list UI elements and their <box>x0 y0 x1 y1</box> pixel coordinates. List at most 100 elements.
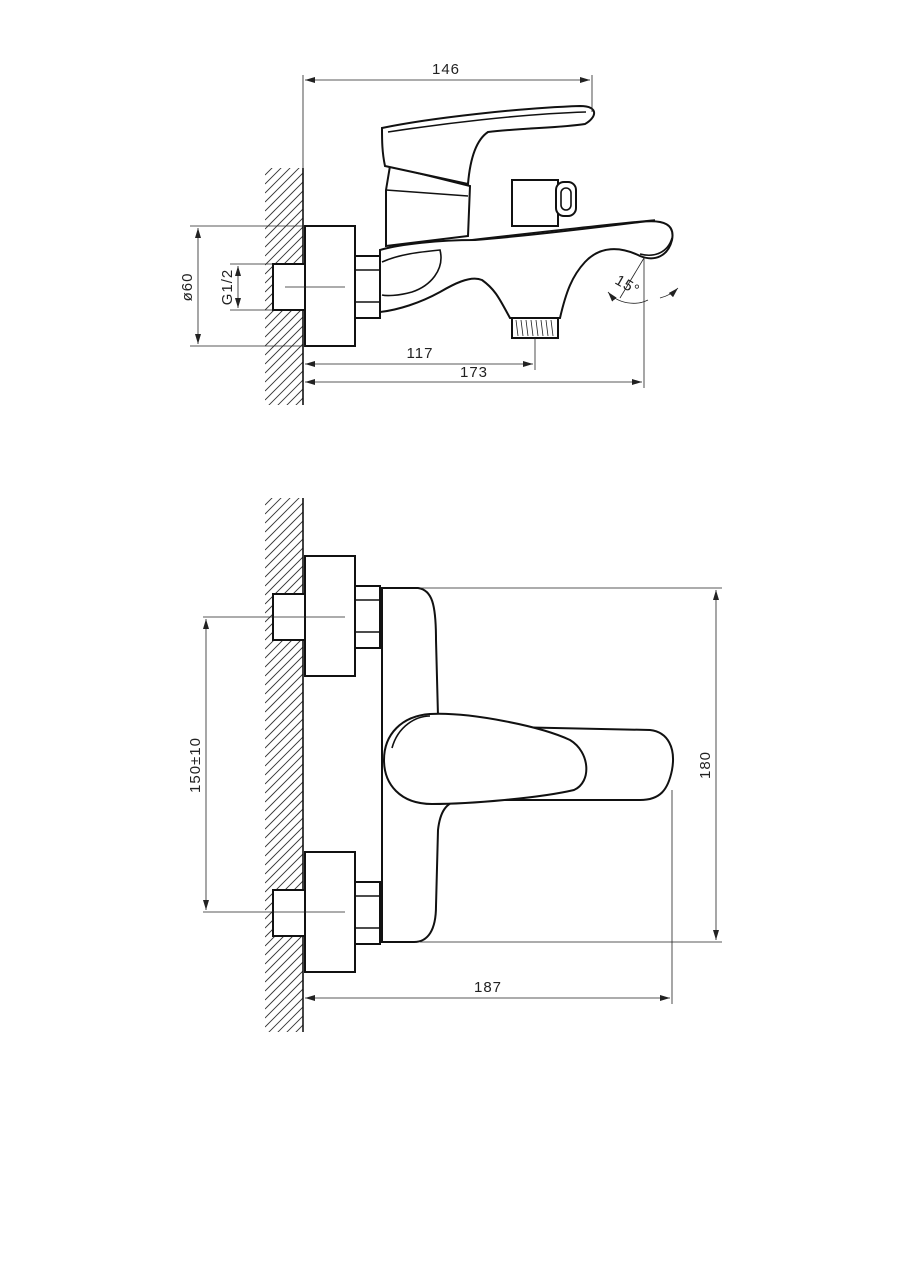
dim-label-117: 117 <box>407 345 434 362</box>
hatch-line <box>265 538 303 578</box>
thread-line <box>540 319 544 337</box>
hatch-line <box>265 168 282 185</box>
hatch-line <box>286 1015 303 1032</box>
hatch-line <box>265 826 303 866</box>
thread-line <box>545 319 549 337</box>
hatch-line <box>268 997 303 1032</box>
hatch-line <box>265 763 303 803</box>
hatch-line <box>265 952 303 992</box>
hatch-line <box>265 736 303 776</box>
hatch-line <box>265 682 303 722</box>
hatch-line <box>265 208 303 248</box>
thread-line <box>520 319 524 337</box>
dim-label-146: 146 <box>432 61 460 78</box>
hatch-line <box>265 128 303 166</box>
hatch-line <box>265 307 303 347</box>
hatch-line <box>265 502 303 542</box>
dim-label-angle: 15° <box>612 272 643 300</box>
hatch-line <box>265 361 303 401</box>
hatch-line <box>265 943 303 983</box>
thread-line <box>515 319 519 337</box>
hatch-line <box>265 835 303 875</box>
hatch-line <box>265 637 303 677</box>
hatch-line <box>265 168 273 176</box>
hatch-line <box>265 718 303 758</box>
hatch-line <box>265 772 303 812</box>
hatch-line <box>277 379 303 405</box>
lever-handle <box>380 104 596 186</box>
dim-label-180: 180 <box>697 751 714 779</box>
hatch-line <box>265 168 291 194</box>
dim-label-spacing: 150±10 <box>187 737 204 793</box>
hatch-line <box>265 520 303 560</box>
hatch-line <box>265 498 291 524</box>
diverter-block <box>511 179 559 227</box>
hatch-line <box>265 700 303 740</box>
side-view: 146 ø60 G1/2 117 173 15° <box>179 61 679 445</box>
hatch-line <box>265 235 303 275</box>
hatch-line <box>265 754 303 794</box>
dim-label-thread: G1/2 <box>219 269 236 306</box>
hatch-line <box>265 547 303 587</box>
hatch-line <box>265 334 303 374</box>
hatch-line <box>265 217 303 257</box>
hatch-line <box>265 808 303 848</box>
hatch-line <box>265 853 303 893</box>
hatch-line <box>265 556 303 596</box>
hatch-line <box>265 970 303 1010</box>
hatch-line <box>265 691 303 731</box>
hatch-line <box>277 1006 303 1032</box>
hatch-line <box>265 745 303 785</box>
dim-label-187: 187 <box>474 979 502 996</box>
dim-label-diameter: ø60 <box>179 273 196 302</box>
wall-flange <box>304 225 356 347</box>
hatch-line <box>295 1024 303 1032</box>
hatch-line <box>286 388 303 405</box>
thread-line <box>550 319 554 337</box>
dim-label-173: 173 <box>460 364 488 381</box>
nut-upper <box>354 585 381 649</box>
hatch-line <box>265 1034 303 1072</box>
nut-lower <box>354 881 381 945</box>
hatch-line <box>265 934 303 974</box>
cartridge-housing <box>385 164 472 248</box>
hatch-line <box>265 817 303 857</box>
thread-line <box>525 319 529 337</box>
thread-line <box>535 319 539 337</box>
hatch-line <box>265 458 303 496</box>
hatch-line <box>265 498 282 515</box>
pipe-nipple-lower <box>272 889 306 937</box>
hatch-line <box>265 190 303 230</box>
angle-ref-line <box>619 257 645 299</box>
hatch-line <box>265 844 303 884</box>
hatch-line <box>265 343 303 383</box>
front-view: 150±10 180 187 <box>187 458 722 1072</box>
hatch-line <box>265 407 303 445</box>
hatch-line <box>268 370 303 405</box>
hatch-line <box>265 709 303 749</box>
hatch-line <box>265 226 303 266</box>
hatch-line <box>295 397 303 405</box>
hatch-line <box>265 325 303 365</box>
hatch-line <box>265 316 303 356</box>
hatch-line <box>265 172 303 212</box>
hatch-line <box>265 352 303 392</box>
hatch-line <box>265 199 303 239</box>
hatch-line <box>265 673 303 713</box>
hatch-line <box>265 790 303 830</box>
spout-outlet <box>639 237 673 256</box>
mixer-body <box>379 220 674 319</box>
hatch-line <box>265 498 273 506</box>
hatch-line <box>265 655 303 695</box>
hatch-line <box>265 565 303 605</box>
hatch-line <box>265 181 303 221</box>
hatch-line <box>265 664 303 704</box>
connection-nut <box>354 255 381 319</box>
hatch-line <box>265 961 303 1001</box>
flange-upper <box>304 555 356 677</box>
hatch-line <box>265 862 303 902</box>
body-inner-contour <box>381 249 442 297</box>
hatch-line <box>265 799 303 839</box>
diverter-knob <box>555 181 577 217</box>
